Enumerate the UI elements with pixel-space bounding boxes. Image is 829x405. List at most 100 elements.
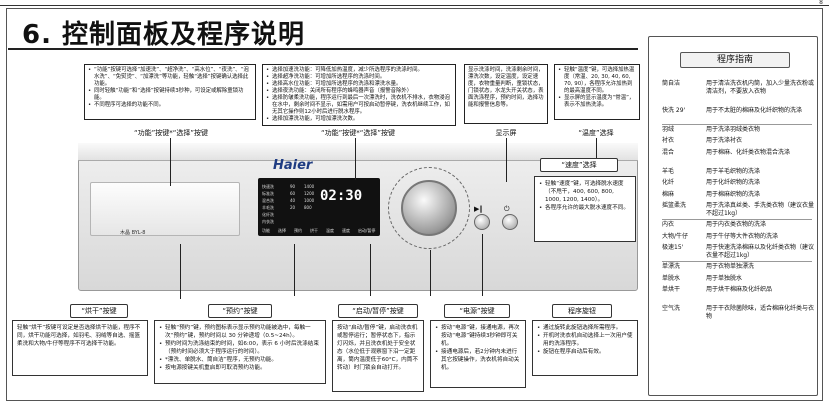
guide-program-name: 内衣 [662, 221, 675, 228]
guide-separator [662, 123, 812, 125]
panel-button[interactable]: 烘干 [310, 228, 318, 233]
model-label: 木晶 BYL-8 [120, 230, 146, 236]
panel-button[interactable]: 启动/暂停 [358, 228, 376, 233]
guide-program-desc: 用于清洁洗衣机内筒，加入少量洗衣粉或清洁剂，不要放入衣物 [706, 80, 815, 95]
guide-program-desc: 用于烘干棉麻及化纤织品 [706, 286, 773, 293]
delay-note-line: *漂洗、单脱水、筒自洁”程序，无预约功能。 [159, 356, 321, 364]
guide-program-desc: 用于干衣除菌除味，适合棉麻化纤类与衣物 [706, 305, 815, 320]
guide-program-name: 棉麻 [662, 190, 675, 198]
guide-program-name: 筒自洁 [662, 80, 681, 87]
guide-program-desc: 用于洗涤真丝类、手洗类衣物（建议衣量不超过1kg） [706, 202, 815, 217]
leader-line [506, 138, 507, 182]
leader-line [355, 138, 356, 180]
power-note-line: 接通电源后，若2分钟内未进行其它按键操作，洗衣机将自动关机。 [435, 348, 521, 372]
power-icon: ⏻ [504, 205, 510, 213]
power-note: 按动“电源”键，接通电源，再次按动“电源”键持续3秒钟即可关机。 接通电源后，若… [430, 320, 526, 388]
leader-line [294, 244, 295, 296]
guide-separator [662, 219, 812, 220]
speed-caption: “速度”选择 [540, 158, 618, 172]
detergent-drawer[interactable] [90, 182, 240, 236]
washer-top [78, 143, 638, 161]
guide-program-name: 衬衣 [662, 137, 675, 144]
knob-note-line: 开机时洗衣机自动选择上一次用户使用的洗涤程序。 [537, 332, 633, 348]
select-note: 选择加速洗功能：可降低加热温度，减少所选程序的洗涤时间。 选择超净洗功能：可增加… [262, 64, 456, 126]
start-pause-icon: ▶‖ [474, 205, 483, 213]
guide-program-name: 摇篮柔洗 [662, 202, 687, 209]
delay-note: 轻触“预约”键，预约图标表示显示预约功能被选中，每触一次“预约”键，预约时间以 … [154, 320, 326, 384]
speed-note: 轻触“速度”键，可选择脱水速度（不甩干，400, 600, 800, 1000,… [534, 176, 636, 242]
guide-program-name: 快洗 29' [662, 106, 686, 114]
panel-button[interactable]: 预约 [294, 228, 302, 233]
leader-line [430, 250, 431, 296]
guide-program-name: 大物/牛仔 [662, 232, 689, 240]
guide-program-name: 极速15' [662, 244, 684, 251]
panel-program: 羊毛洗 [262, 205, 274, 210]
display-digits: 02:30 [320, 188, 363, 204]
delay-note-line: 按电源按键关机重启即可取消预约功能。 [159, 364, 321, 372]
panel-program: 标准洗 [262, 191, 274, 196]
delay-note-line: 轻触“预约”键，预约图标表示显示预约功能被选中，每触一次“预约”键，预约时间以 … [159, 324, 321, 340]
select-note-line: 选择防皱柔洗功能，程序运行到最后一次漂洗时，洗衣机不排水，衣物浸泡在水中，剩余时… [266, 95, 452, 116]
select-note-line: 选择超净洗功能：可增加所选程序的洗涤时间。 [266, 74, 452, 81]
function-note-line: “功能”按键可选择“加速洗”、“超净洗”、“高水位”、“夜洗”、“泡水洗”、“免… [88, 67, 252, 88]
function-note-line: 不同程序可选择的功能不同。 [88, 102, 252, 109]
guide-title: 程序指南 [680, 52, 790, 68]
panel-button[interactable]: 选择 [278, 228, 286, 233]
control-display: 快速洗 标准洗 混合洗 羊毛洗 化纤洗 内衣洗 90 60 40 20 1400… [258, 178, 380, 236]
leader-line [482, 234, 483, 296]
panel-speed: 800 [304, 205, 312, 210]
panel-program: 化纤洗 [262, 212, 274, 217]
guide-program-name: 单烘干 [662, 286, 681, 293]
select-note-line: 选择加漂洗功能，可增加漂洗次数。 [266, 116, 452, 123]
temp-note-line: 显示屏的显示温度为“常温”，表示不加热洗涤。 [558, 95, 636, 109]
panel-button[interactable]: 功能 [262, 228, 270, 233]
guide-program-desc: 用于牛仔等大件衣物的洗涤 [706, 232, 779, 240]
leader-line [170, 138, 171, 186]
guide-program-name: 单脱水 [662, 274, 681, 282]
start-note: 按动“启动/暂停”键，启动洗衣机或暂停运行；暂停状态下，指示灯闪烁，并且洗衣机处… [332, 320, 424, 392]
select-caption: “功能”按键*“选择”按键 [320, 129, 395, 137]
guide-program-desc: 用于化纤织物的洗涤 [706, 179, 761, 186]
guide-program-desc: 用于单独脱水 [706, 274, 743, 282]
guide-program-desc: 用于洗涤衬衣 [706, 137, 743, 144]
brand-logo: Haier [273, 158, 313, 173]
panel-temp: 60 [290, 191, 296, 196]
guide-program-desc: 用于棉麻、化纤类衣物混合洗涤 [706, 148, 791, 156]
guide-program-name: 单漂洗 [662, 263, 681, 270]
panel-speed: 1400 [304, 184, 315, 189]
guide-program-desc: 用于内衣类衣物的洗涤 [706, 221, 767, 228]
panel-temp: 20 [290, 205, 296, 210]
guide-program-desc: 用于羊毛织物的洗涤 [706, 167, 761, 175]
guide-program-desc: 用于洗涤羽绒类衣物 [706, 125, 761, 133]
guide-program-name: 羊毛 [662, 167, 675, 175]
knob-note-line: 通过旋转此旋钮选择所需程序。 [537, 324, 633, 332]
select-note-line: 选择夜洗功能：关闭所有程序的蜂鸣器声音（报警音除外） [266, 88, 452, 95]
page-number: 8 [819, 0, 823, 6]
display-caption: 显示屏 [495, 129, 517, 137]
function-caption: “功能”按键*“选择”按键 [133, 129, 208, 137]
select-note-line: 选择加速洗功能：可降低加热温度，减少所选程序的洗涤时间。 [266, 67, 452, 74]
leader-line [596, 138, 597, 158]
program-dial-ring [388, 167, 470, 249]
panel-button[interactable]: 温度 [326, 228, 334, 233]
power-note-line: 按动“电源”键，接通电源，再次按动“电源”键持续3秒钟即可关机。 [435, 324, 521, 348]
delay-caption: “预约”按键 [208, 304, 272, 318]
power-button[interactable] [502, 214, 518, 230]
start-pause-button[interactable] [474, 214, 490, 230]
program-guide [648, 36, 818, 396]
page-title: 6. 控制面板及程序说明 [22, 20, 306, 50]
guide-program-name: 混合 [662, 148, 675, 156]
panel-button[interactable]: 速度 [342, 228, 350, 233]
guide-program-name: 羽绒 [662, 125, 675, 133]
delay-note-line: 预约时间为洗涤结束的时间，如6:00，表示 6 小时后洗涤结束（预约时间必须大于… [159, 340, 321, 356]
title-rule [8, 48, 638, 50]
leader-line [180, 244, 181, 299]
start-caption: “启动/暂停”按键 [338, 304, 418, 318]
speed-note-line: 轻触“速度”键，可选择脱水速度（不甩干，400, 600, 800, 1000,… [539, 180, 631, 204]
page-frame [6, 8, 823, 401]
temp-note-line: 轻触“温度”键，可选择加热温度（常温、20, 30, 40, 60, 70, 9… [558, 67, 636, 95]
leader-line [370, 244, 371, 296]
temp-caption: “温度”选择 [578, 129, 614, 137]
panel-speed: 1000 [304, 198, 315, 203]
program-knob[interactable] [401, 180, 457, 236]
